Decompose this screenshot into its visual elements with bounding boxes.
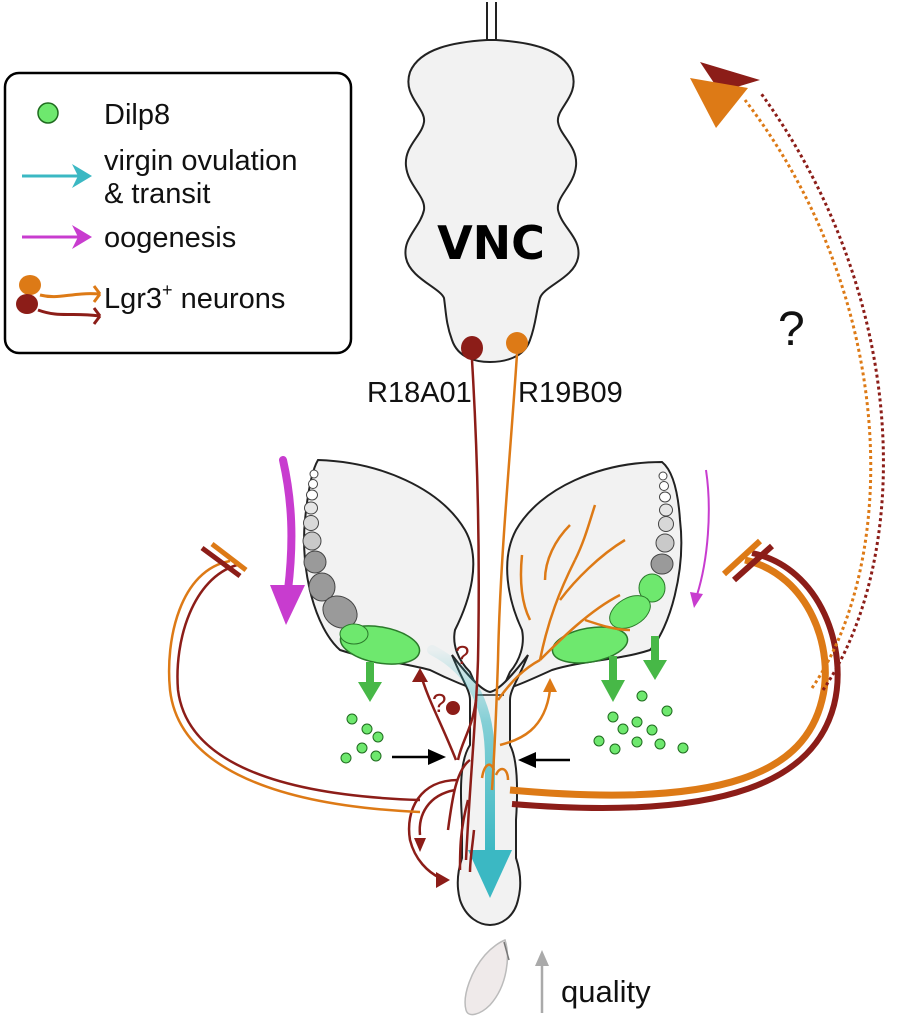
legend-dilp8-label: Dilp8 <box>104 99 170 131</box>
left-feedback-loops <box>167 542 421 814</box>
oogenesis-arrow-icon <box>22 225 92 249</box>
left-egg-chambers <box>302 469 421 665</box>
legend-oogenesis-label: oogenesis <box>104 222 236 254</box>
lgr3-neuron-icon <box>16 275 102 325</box>
oogenesis-arrows <box>270 456 710 625</box>
vnc: VNC <box>404 2 580 364</box>
r19b09-neuron <box>480 353 631 791</box>
legend-virgin-line2: & transit <box>104 178 210 210</box>
unknown-feedback-arc <box>743 91 885 691</box>
laid-egg <box>464 939 510 1016</box>
virgin-transit-arrow-icon <box>22 164 92 188</box>
arc-arrowhead-orange <box>690 78 748 128</box>
question-mark-small-1: ? <box>455 640 469 670</box>
legend-lgr3-label: Lgr3+ neurons <box>104 280 285 315</box>
legend-virgin-line1: virgin ovulation <box>104 145 297 177</box>
right-feedback-loops <box>509 538 841 812</box>
unknown-question-mark: ? <box>778 303 805 356</box>
right-egg-chambers <box>551 471 675 664</box>
vnc-label: VNC <box>437 216 545 270</box>
r18a01-soma <box>461 336 483 360</box>
muscle-contraction-arrows <box>392 749 570 768</box>
quality-label: quality <box>561 974 651 1009</box>
dilp8-icon <box>37 102 59 124</box>
virgin-transit-arrow <box>427 645 512 898</box>
driver-label-r19b09: R19B09 <box>518 377 623 409</box>
local-neuron-soma <box>446 701 460 715</box>
quality-arrow-icon <box>535 950 549 1013</box>
r19b09-soma <box>506 332 528 354</box>
question-mark-small-2: ? <box>432 688 446 718</box>
driver-label-r18a01: R18A01 <box>367 377 472 409</box>
legend-box <box>3 71 353 355</box>
vnc-outline <box>404 39 580 364</box>
legend: Dilp8 virgin ovulation & transit oogenes… <box>3 71 353 355</box>
dilp8-secretion <box>340 636 689 764</box>
